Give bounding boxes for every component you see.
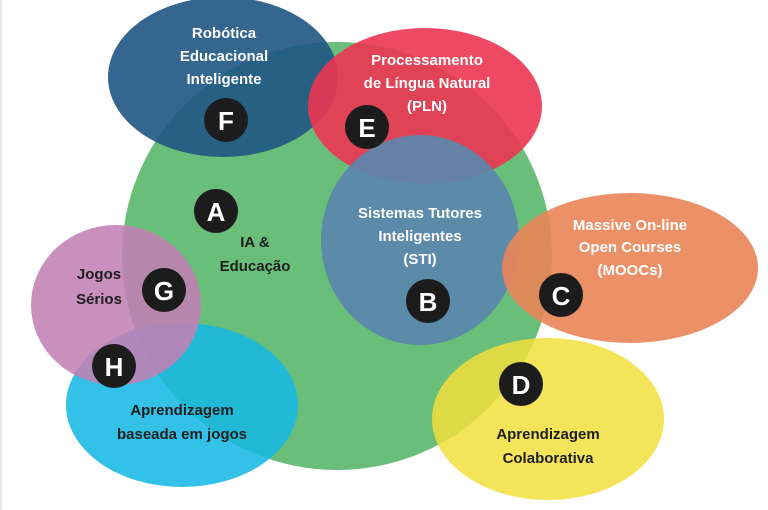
ellipse-b-sti xyxy=(321,135,519,345)
badge-circle xyxy=(142,268,186,312)
badge-circle xyxy=(406,279,450,323)
label-line: (MOOCs) xyxy=(598,262,663,279)
badge-letter: B xyxy=(419,287,438,317)
label-line: Colaborativa xyxy=(503,450,595,467)
badge-circle xyxy=(539,273,583,317)
badge-letter: G xyxy=(154,276,174,306)
label-line: Sérios xyxy=(76,291,122,308)
label-line: Aprendizagem xyxy=(130,402,233,419)
ellipse-g-jogos-serios xyxy=(31,225,201,385)
label-e: Processamento de Língua Natural (PLN) xyxy=(364,52,491,115)
badge-letter: C xyxy=(552,281,571,311)
label-d: Aprendizagem Colaborativa xyxy=(496,426,599,467)
badge-circle xyxy=(194,189,238,233)
badge-letter: E xyxy=(358,113,375,143)
ellipse-d-colaborativa xyxy=(432,338,664,500)
badge-circle xyxy=(204,98,248,142)
label-line: (STI) xyxy=(403,251,436,268)
label-line: (PLN) xyxy=(407,98,447,115)
badge-f: F xyxy=(204,98,248,142)
badge-letter: H xyxy=(105,352,124,382)
ellipse-f-robotica xyxy=(108,0,338,157)
label-c: Massive On-line Open Courses (MOOCs) xyxy=(573,217,687,279)
badge-circle xyxy=(345,105,389,149)
badge-e: E xyxy=(345,105,389,149)
label-h: Aprendizagem baseada em jogos xyxy=(117,402,247,443)
badge-h: H xyxy=(92,344,136,388)
label-line: Aprendizagem xyxy=(496,426,599,443)
badge-c: C xyxy=(539,273,583,317)
label-line: Processamento xyxy=(371,52,483,69)
label-line: Inteligente xyxy=(186,71,261,88)
badge-g: G xyxy=(142,268,186,312)
label-line: Open Courses xyxy=(579,239,682,256)
badge-letter: F xyxy=(218,106,234,136)
label-line: Robótica xyxy=(192,25,257,42)
label-line: Educacional xyxy=(180,48,268,65)
label-line: Inteligentes xyxy=(378,228,461,245)
label-line: baseada em jogos xyxy=(117,426,247,443)
label-f: Robótica Educacional Inteligente xyxy=(180,25,268,88)
badge-letter: A xyxy=(207,197,226,227)
label-line: Sistemas Tutores xyxy=(358,205,482,222)
label-line: de Língua Natural xyxy=(364,75,491,92)
label-line: Massive On-line xyxy=(573,217,687,234)
label-b: Sistemas Tutores Inteligentes (STI) xyxy=(358,205,482,268)
badge-letter: D xyxy=(512,370,531,400)
badge-a: A xyxy=(194,189,238,233)
label-g: Jogos Sérios xyxy=(76,266,122,308)
badge-b: B xyxy=(406,279,450,323)
badge-d: D xyxy=(499,362,543,406)
label-a: IA & Educação xyxy=(220,234,291,275)
badge-circle xyxy=(499,362,543,406)
label-line: Jogos xyxy=(77,266,121,283)
label-line: IA & xyxy=(240,234,270,251)
badge-circle xyxy=(92,344,136,388)
label-line: Educação xyxy=(220,258,291,275)
